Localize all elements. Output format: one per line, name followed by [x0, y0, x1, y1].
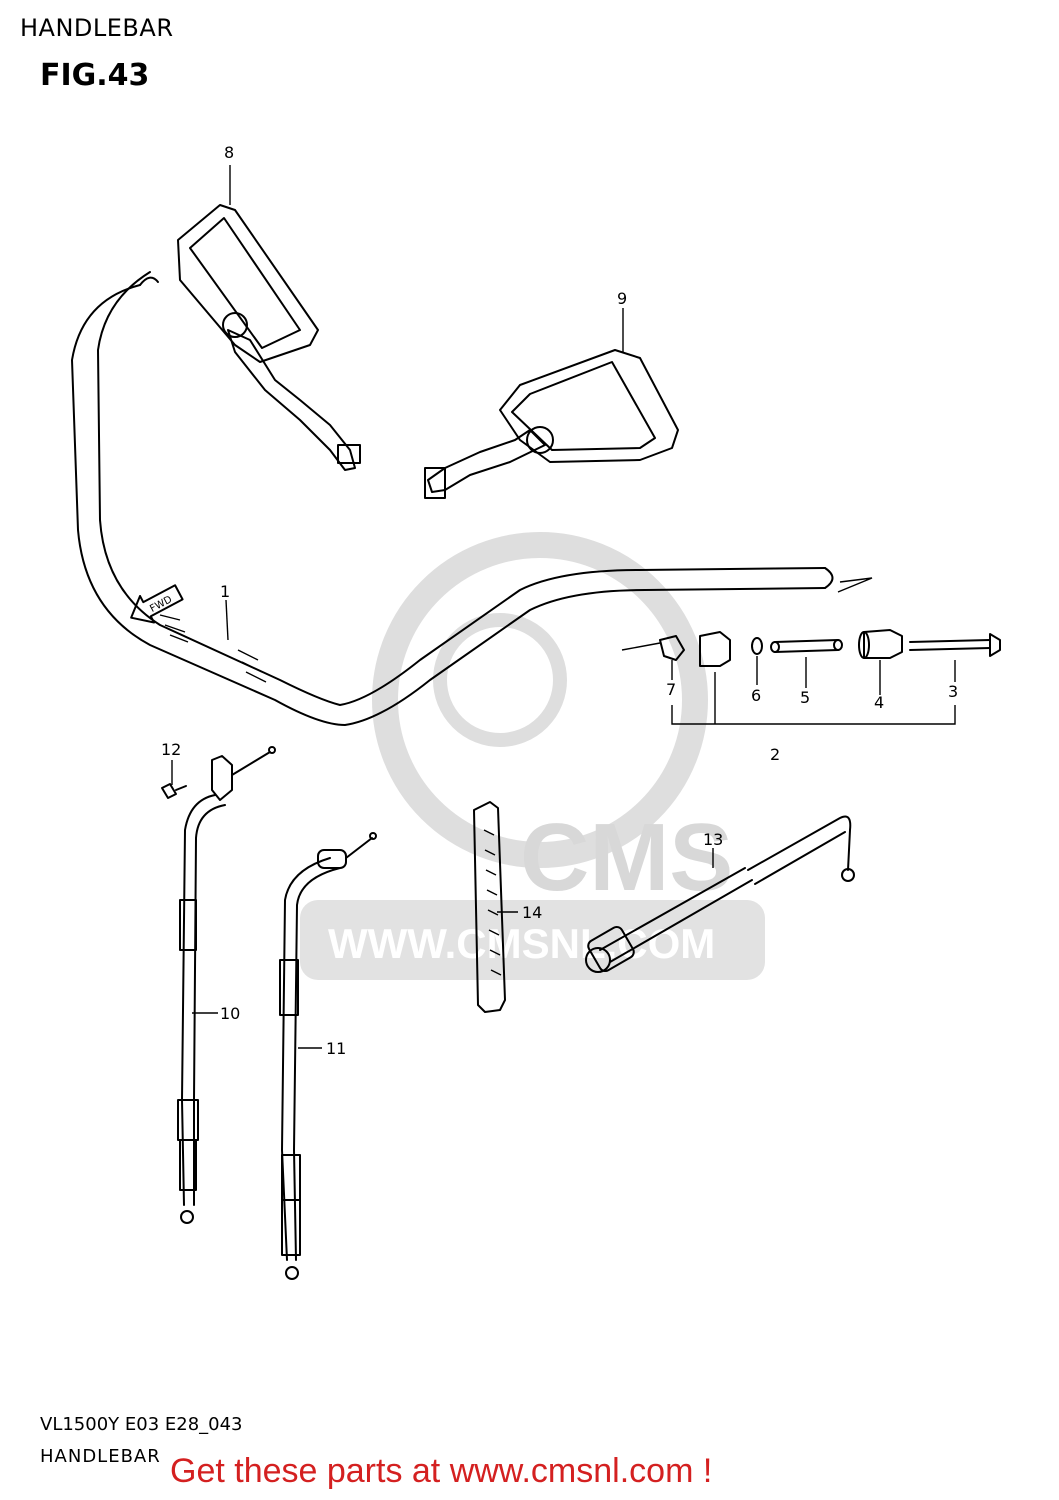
part-1-handlebar[interactable] — [71, 271, 873, 726]
callout-10[interactable]: 10 — [220, 1004, 240, 1023]
callout-5[interactable]: 5 — [800, 688, 810, 707]
leader-1 — [225, 599, 229, 641]
watermark-logo-face — [433, 613, 567, 747]
part-12-bolt[interactable] — [161, 783, 187, 799]
callout-11[interactable]: 11 — [326, 1039, 346, 1058]
callout-1[interactable]: 1 — [220, 582, 230, 601]
watermark-url-text: WWW.CMSNL.COM — [328, 920, 715, 967]
callout-9[interactable]: 9 — [617, 289, 627, 308]
fwd-direction-arrow: FWD — [130, 584, 184, 624]
model-code: VL1500Y E03 E28_043 — [40, 1414, 243, 1435]
cable-bracket — [211, 746, 276, 801]
watermark-url-banner — [300, 900, 765, 980]
callout-4[interactable]: 4 — [874, 693, 884, 712]
part-8-left-mirror[interactable] — [177, 204, 361, 471]
part-4-rubber-cushion[interactable] — [858, 629, 903, 659]
part-11-throttle-cable[interactable] — [279, 832, 377, 1280]
part-5-spacer-rod[interactable] — [770, 639, 843, 653]
figure-label: FIG.43 — [40, 58, 150, 93]
part-14-clamp-strap[interactable] — [473, 801, 506, 1013]
part-7-nut[interactable] — [659, 635, 685, 661]
part-2-end-weight-assembly[interactable] — [671, 631, 956, 725]
callout-2[interactable]: 2 — [770, 745, 780, 764]
part-6-washer[interactable] — [751, 637, 763, 655]
callout-8[interactable]: 8 — [224, 143, 234, 162]
callout-12[interactable]: 12 — [161, 740, 181, 759]
watermark-logo-text: CMS — [520, 804, 733, 911]
promo-link-text[interactable]: Get these parts at www.cmsnl.com ! — [170, 1452, 713, 1490]
section-title: HANDLEBAR — [20, 14, 174, 42]
callout-13[interactable]: 13 — [703, 830, 723, 849]
watermark-logo-ring — [372, 532, 708, 868]
part-9-right-mirror[interactable] — [424, 349, 679, 499]
part-13-choke-cable[interactable] — [585, 815, 855, 974]
part-10-throttle-cable[interactable] — [177, 794, 226, 1224]
callout-14[interactable]: 14 — [522, 903, 542, 922]
callout-6[interactable]: 6 — [751, 686, 761, 705]
end-weight-centerline — [621, 642, 661, 651]
part-3-screw[interactable] — [909, 633, 1001, 657]
footer-section-name: HANDLEBAR — [40, 1446, 161, 1467]
callout-3[interactable]: 3 — [948, 682, 958, 701]
callout-7[interactable]: 7 — [666, 680, 676, 699]
watermark: CMS WWW.CMSNL.COM — [300, 532, 765, 980]
